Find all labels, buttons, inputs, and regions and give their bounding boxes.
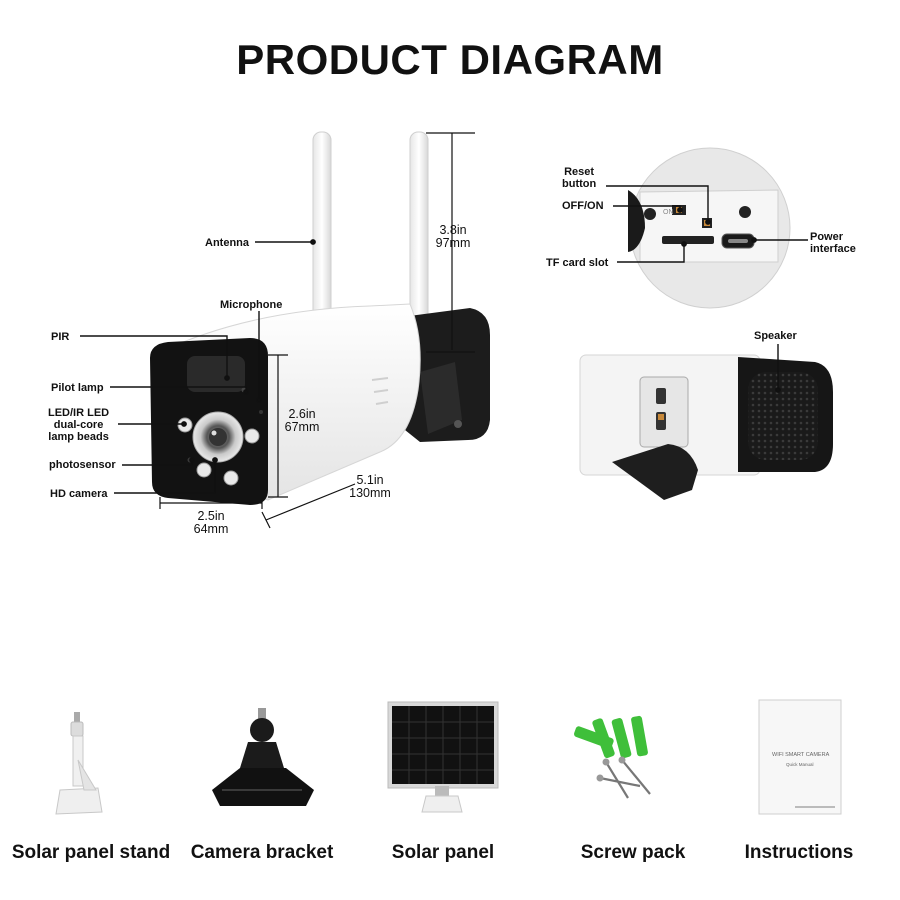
accessory-label-solar-panel: Solar panel	[391, 842, 495, 863]
speaker-callout-line	[775, 344, 781, 393]
pilot-lamp-label: Pilot lamp	[51, 382, 104, 394]
led-label-line1: LED/IR LED	[48, 407, 110, 419]
antenna-height-imperial: 3.8in	[439, 223, 467, 237]
power-interface-label: Power interface	[810, 231, 856, 255]
pir-label: PIR	[51, 331, 70, 343]
body-width-imperial: 2.5in	[197, 509, 225, 523]
accessory-label-camera-bracket: Camera bracket	[190, 842, 334, 863]
led-label: LED/IR LED dual-core lamp beads	[48, 407, 109, 443]
microphone-label: Microphone	[220, 299, 283, 311]
body-length-metric: 130mm	[349, 486, 391, 500]
reset-label-line1: Reset	[564, 166, 595, 178]
led-label-line3: lamp beads	[48, 431, 109, 443]
manual-title-text: WIFI SMART CAMERA	[772, 752, 830, 758]
off-on-label: OFF/ON	[562, 200, 604, 212]
page-title: PRODUCT DIAGRAM	[236, 36, 664, 83]
reset-button-label: Reset button	[562, 166, 596, 190]
camera-mount	[420, 362, 462, 434]
photosensor-label: photosensor	[49, 459, 116, 471]
body-length-dimension: 5.1in 130mm	[340, 474, 400, 500]
body-length-imperial: 5.1in	[356, 473, 384, 487]
solar-panel-icon	[387, 701, 499, 813]
rear-panel-closeup: ON	[628, 147, 791, 309]
svg-text:ON: ON	[663, 209, 674, 216]
manual-subtitle-text: Quick Manual	[786, 762, 814, 767]
bracket-icon	[212, 708, 314, 806]
side-view-camera	[579, 354, 833, 500]
pir-window	[187, 356, 245, 392]
antenna-height-dimension: 3.8in 97mm	[428, 224, 478, 250]
accessory-label-screw-pack: Screw pack	[580, 842, 686, 863]
led-label-line2: dual-core	[53, 419, 104, 431]
body-width-dimension: 2.5in 64mm	[186, 510, 236, 536]
body-height-imperial: 2.6in	[288, 407, 316, 421]
accessory-label-solar-panel-stand: Solar panel stand	[11, 842, 171, 863]
main-camera-illustration	[150, 131, 490, 505]
dimension-lines	[159, 132, 475, 529]
reset-label-line2: button	[562, 178, 597, 190]
antenna-height-metric: 97mm	[435, 236, 471, 250]
body-height-dimension: 2.6in 67mm	[280, 408, 324, 434]
main-camera-callout-lines	[80, 239, 316, 494]
screws-icon	[573, 715, 651, 799]
hd-camera-label: HD camera	[50, 488, 108, 500]
rear-panel-callout-lines	[606, 185, 808, 263]
body-height-metric: 67mm	[284, 420, 320, 434]
antenna-label: Antenna	[205, 237, 249, 249]
power-label-line2: interface	[810, 243, 856, 255]
manual-icon	[758, 699, 842, 815]
accessory-label-instructions: Instructions	[744, 842, 854, 863]
speaker-label: Speaker	[754, 330, 797, 342]
wall-stand-icon	[55, 712, 103, 815]
antenna-left	[312, 131, 332, 323]
body-width-metric: 64mm	[193, 522, 229, 536]
power-label-line1: Power	[810, 231, 844, 243]
tf-card-slot-label: TF card slot	[546, 257, 609, 269]
